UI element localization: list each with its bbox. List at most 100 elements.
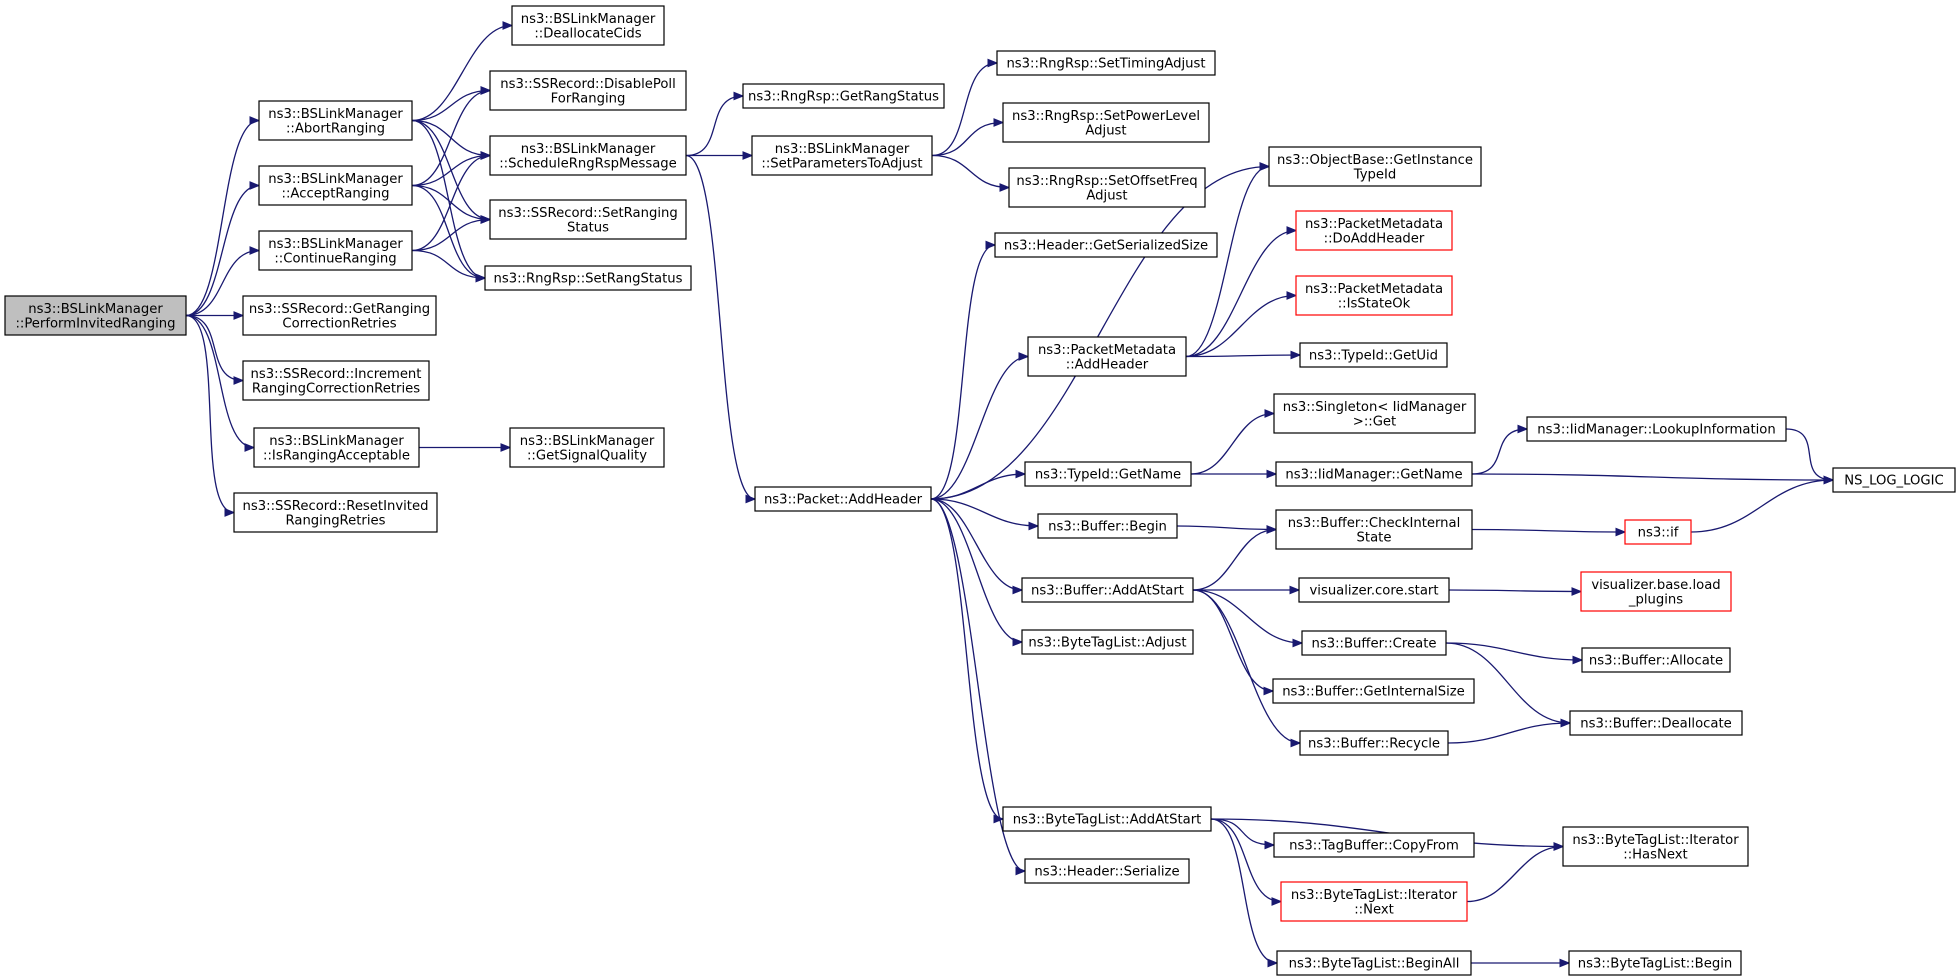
node-bufrecycle[interactable]: ns3::Buffer::Recycle: [1299, 730, 1449, 756]
node-setparams[interactable]: ns3::BSLinkManager::SetParametersToAdjus…: [751, 135, 933, 176]
node-label: ::PerformInvitedRanging: [15, 316, 175, 331]
node-btladjust[interactable]: ns3::ByteTagList::Adjust: [1021, 629, 1194, 655]
node-btladdstart[interactable]: ns3::ByteTagList::AddAtStart: [1002, 806, 1212, 832]
node-schedule[interactable]: ns3::BSLinkManager::ScheduleRngRspMessag…: [489, 135, 687, 176]
node-reset[interactable]: ns3::SSRecord::ResetInvitedRangingRetrie…: [233, 492, 438, 533]
node-btlbegin[interactable]: ns3::ByteTagList::Begin: [1568, 950, 1742, 976]
node-label: ns3::BSLinkManager: [268, 107, 403, 122]
node-dealloc[interactable]: ns3::BSLinkManager::DeallocateCids: [511, 5, 665, 46]
node-bufintsize[interactable]: ns3::Buffer::GetInternalSize: [1272, 678, 1475, 704]
edge-bufrecycle-to-bufdealloc: [1447, 718, 1572, 744]
node-timing[interactable]: ns3::RngRsp::SetTimingAdjust: [996, 50, 1216, 76]
node-bufalloc[interactable]: ns3::Buffer::Allocate: [1581, 647, 1731, 673]
edge-root-to-increment: [185, 314, 245, 385]
edge-packetadd-to-bufbegin: [930, 498, 1040, 531]
node-isacceptable[interactable]: ns3::BSLinkManager::IsRangingAcceptable: [253, 427, 420, 468]
edge-pmadd-to-objbase: [1185, 162, 1271, 358]
node-typename[interactable]: ns3::TypeId::GetName: [1024, 461, 1192, 487]
node-abort[interactable]: ns3::BSLinkManager::AbortRanging: [258, 100, 413, 141]
node-accept-box: [258, 165, 413, 206]
node-label: ns3::RngRsp::GetRangStatus: [748, 90, 939, 105]
node-pmadd[interactable]: ns3::PacketMetadata::AddHeader: [1027, 336, 1187, 377]
node-vizstart[interactable]: visualizer.core.start: [1298, 577, 1450, 603]
node-singleton[interactable]: ns3::Singleton< IidManager>::Get: [1273, 393, 1476, 434]
node-label: ns3::RngRsp::SetRangStatus: [493, 272, 682, 287]
node-doadd[interactable]: ns3::PacketMetadata::DoAddHeader: [1295, 210, 1453, 251]
node-iidname[interactable]: ns3::IidManager::GetName: [1275, 461, 1473, 487]
node-label: ns3::ByteTagList::Iterator: [1572, 833, 1739, 848]
node-lookup[interactable]: ns3::IidManager::LookupInformation: [1526, 416, 1787, 442]
node-dealloc-box: [511, 5, 665, 46]
node-getrangstatus[interactable]: ns3::RngRsp::GetRangStatus: [742, 83, 945, 109]
node-signal[interactable]: ns3::BSLinkManager::GetSignalQuality: [509, 427, 665, 468]
node-root[interactable]: ns3::BSLinkManager::PerformInvitedRangin…: [4, 295, 187, 336]
node-vizstart-box: [1298, 577, 1450, 603]
node-doadd-box: [1295, 210, 1453, 251]
edge-bufaddstart-to-vizstart: [1193, 585, 1301, 595]
node-continue[interactable]: ns3::BSLinkManager::ContinueRanging: [258, 230, 413, 271]
node-btladdstart-box: [1002, 806, 1212, 832]
node-increment[interactable]: ns3::SSRecord::IncrementRangingCorrectio…: [242, 360, 430, 401]
node-beginall[interactable]: ns3::ByteTagList::BeginAll: [1276, 950, 1472, 976]
node-pmadd-box: [1027, 336, 1187, 377]
node-hasnext[interactable]: ns3::ByteTagList::Iterator::HasNext: [1562, 826, 1749, 867]
node-bufcreate[interactable]: ns3::Buffer::Create: [1301, 630, 1447, 656]
node-packetadd[interactable]: ns3::Packet::AddHeader: [754, 486, 932, 512]
edge-bufaddstart-to-checkint: [1192, 525, 1278, 591]
edge-root-to-getranging: [185, 311, 245, 320]
node-bufaddstart[interactable]: ns3::Buffer::AddAtStart: [1021, 577, 1194, 603]
node-bufaddstart-box: [1021, 577, 1194, 603]
node-label: ns3::TagBuffer::CopyFrom: [1289, 839, 1459, 854]
node-label: ns3::BSLinkManager: [28, 302, 163, 317]
node-label: ns3::IidManager::LookupInformation: [1537, 423, 1775, 438]
node-isstateok-box: [1295, 275, 1453, 316]
edge-setparams-to-timing: [931, 58, 999, 157]
node-root-box: [4, 295, 187, 336]
node-nslog[interactable]: NS_LOG_LOGIC: [1832, 467, 1956, 493]
edge-abort-to-setranging: [411, 119, 492, 224]
node-hdrsize[interactable]: ns3::Header::GetSerializedSize: [994, 232, 1218, 258]
node-nsif[interactable]: ns3::if: [1624, 519, 1692, 545]
node-label: ::DoAddHeader: [1324, 231, 1425, 246]
node-isstateok[interactable]: ns3::PacketMetadata::IsStateOk: [1295, 275, 1453, 316]
node-vizload[interactable]: visualizer.base.load_plugins: [1580, 571, 1732, 612]
node-label: NS_LOG_LOGIC: [1844, 474, 1943, 489]
node-increment-box: [242, 360, 430, 401]
edge-schedule-to-getrangstatus: [685, 91, 745, 157]
node-hdrserialize[interactable]: ns3::Header::Serialize: [1024, 858, 1190, 884]
node-label: RangingCorrectionRetries: [252, 381, 420, 396]
node-itnext[interactable]: ns3::ByteTagList::Iterator::Next: [1280, 881, 1468, 922]
node-label: ns3::BSLinkManager: [521, 12, 656, 27]
node-label: ::AbortRanging: [286, 121, 385, 136]
node-bufbegin[interactable]: ns3::Buffer::Begin: [1037, 513, 1178, 539]
edge-pmadd-to-isstateok: [1185, 291, 1298, 358]
edge-iidname-to-lookup: [1471, 424, 1529, 475]
node-getranging[interactable]: ns3::SSRecord::GetRangingCorrectionRetri…: [242, 295, 437, 336]
node-accept[interactable]: ns3::BSLinkManager::AcceptRanging: [258, 165, 413, 206]
edge-packetadd-to-hdrserialize: [930, 498, 1027, 876]
node-continue-box: [258, 230, 413, 271]
node-label: ns3::ByteTagList::Iterator: [1291, 888, 1458, 903]
node-packetadd-box: [754, 486, 932, 512]
edge-btladdstart-to-copyfrom: [1210, 818, 1276, 850]
node-label: _plugins: [1628, 592, 1683, 607]
nodes-layer: ns3::BSLinkManager::PerformInvitedRangin…: [4, 5, 1956, 976]
node-label: ns3::PacketMetadata: [1038, 343, 1176, 358]
node-label: ns3::BSLinkManager: [775, 142, 910, 157]
node-vizload-box: [1580, 571, 1732, 612]
node-getuid-box: [1299, 342, 1448, 368]
node-label: ns3::BSLinkManager: [521, 142, 656, 157]
node-offset-box: [1008, 167, 1206, 208]
node-label: ns3::BSLinkManager: [268, 237, 403, 252]
node-setrang[interactable]: ns3::RngRsp::SetRangStatus: [484, 265, 692, 291]
node-copyfrom[interactable]: ns3::TagBuffer::CopyFrom: [1273, 832, 1475, 858]
node-bufdealloc[interactable]: ns3::Buffer::Deallocate: [1569, 710, 1743, 736]
node-getuid[interactable]: ns3::TypeId::GetUid: [1299, 342, 1448, 368]
node-label: ::Next: [1354, 902, 1394, 917]
